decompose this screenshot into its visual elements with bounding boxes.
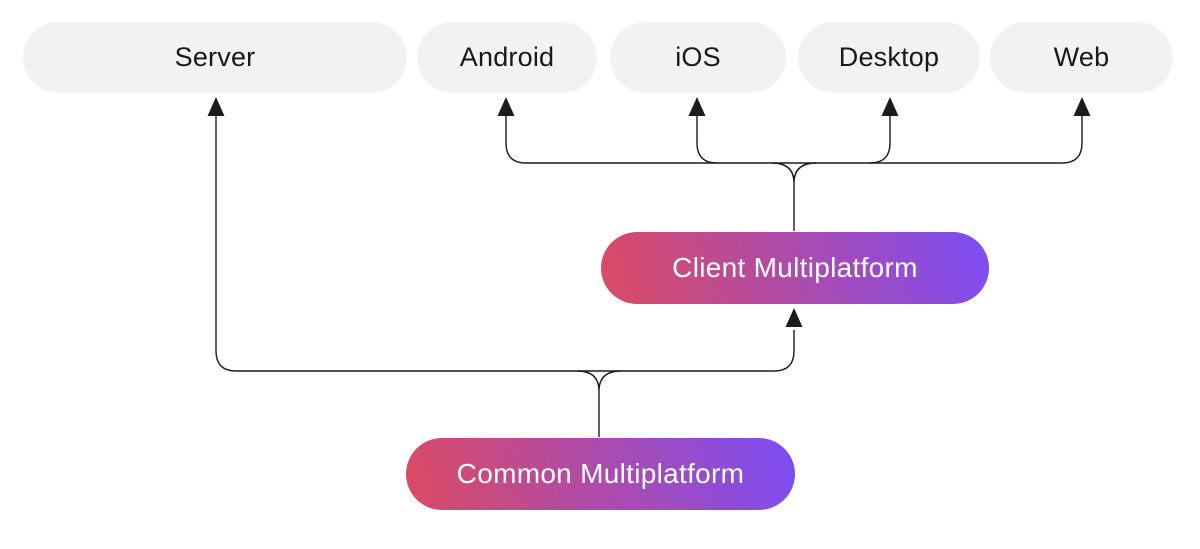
arrowhead-server [207, 97, 225, 116]
node-common-multiplatform-label: Common Multiplatform [456, 458, 745, 489]
node-desktop-label: Desktop [838, 42, 940, 72]
node-client-multiplatform-label: Client Multiplatform [672, 252, 918, 283]
arrowhead-android [497, 97, 515, 116]
node-common-multiplatform: Common Multiplatform [406, 438, 795, 510]
edges-client-to-platforms [497, 97, 1091, 231]
node-ios: iOS [610, 22, 786, 93]
edge-rail-top [505, 112, 1083, 164]
edges-common-to-targets [207, 97, 803, 437]
arrowhead-ios [688, 97, 706, 116]
node-web: Web [990, 22, 1173, 93]
node-android-label: Android [459, 42, 555, 72]
node-web-label: Web [1053, 42, 1110, 72]
edge-funnel-client [771, 162, 817, 231]
node-client-multiplatform: Client Multiplatform [601, 232, 989, 304]
node-server: Server [23, 22, 407, 93]
edge-rail-bottom [215, 112, 795, 372]
arrowhead-desktop [881, 97, 899, 116]
edge-funnel-common [576, 370, 622, 437]
arrowhead-client [785, 308, 803, 327]
arrowhead-web [1073, 97, 1091, 116]
edge-riser-desktop [869, 112, 891, 164]
node-android: Android [417, 22, 597, 93]
node-ios-label: iOS [675, 42, 721, 72]
node-server-label: Server [174, 42, 256, 72]
edge-riser-ios [696, 112, 718, 164]
node-desktop: Desktop [798, 22, 980, 93]
